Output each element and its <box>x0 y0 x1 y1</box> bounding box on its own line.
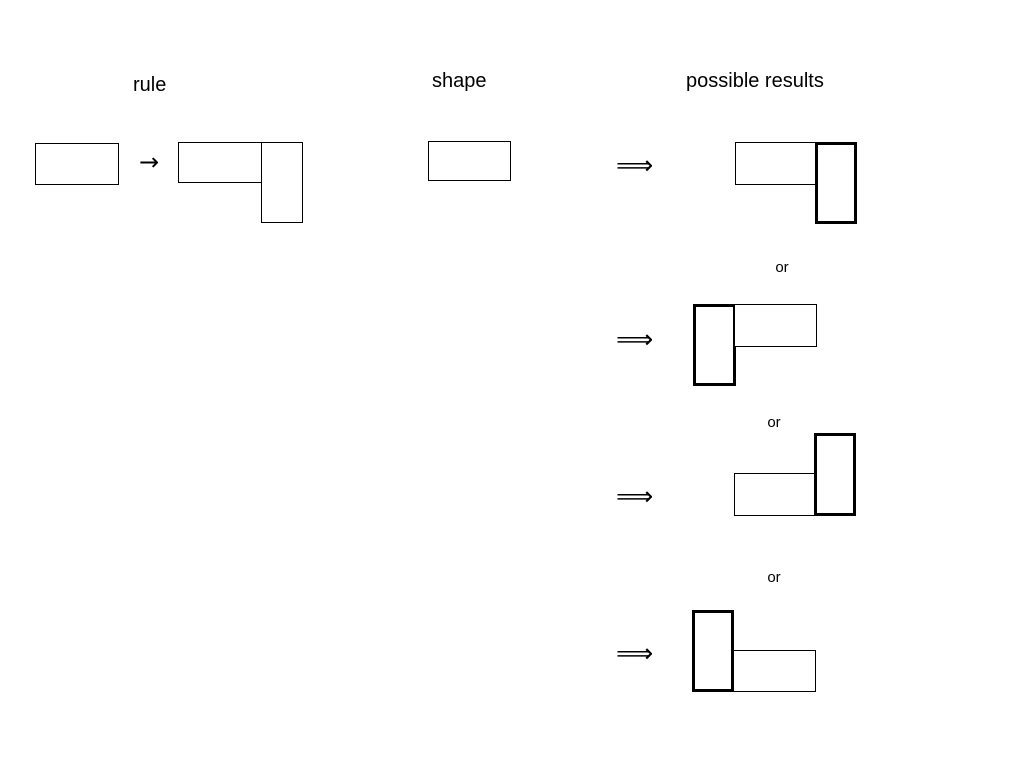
result-3-new-rectangle <box>814 433 856 516</box>
result-arrow-icon-3: ⟹ <box>616 482 654 512</box>
or-separator-1: or <box>775 259 789 276</box>
rule-lhs-rectangle <box>35 143 119 185</box>
result-2-new-rectangle <box>693 304 736 386</box>
result-4-original-rectangle <box>733 650 816 692</box>
result-arrow-icon-2: ⟹ <box>616 325 654 355</box>
or-separator-2: or <box>767 414 781 431</box>
result-1-original-rectangle <box>735 142 818 185</box>
result-4-new-rectangle <box>692 610 734 692</box>
result-arrow-icon-1: ⟹ <box>616 151 654 181</box>
heading-shape: shape <box>432 70 487 92</box>
rule-rhs-horizontal-rectangle <box>178 142 262 183</box>
result-1-new-rectangle <box>815 142 857 224</box>
result-arrow-icon-4: ⟹ <box>616 639 654 669</box>
heading-possible-results: possible results <box>686 70 824 92</box>
or-separator-3: or <box>767 569 781 586</box>
result-2-original-rectangle <box>734 304 817 347</box>
rule-rhs-vertical-rectangle <box>261 142 303 223</box>
rule-arrow-icon: → <box>139 148 160 176</box>
result-3-original-rectangle <box>734 473 817 516</box>
shape-rectangle <box>428 141 511 181</box>
heading-rule: rule <box>133 74 167 96</box>
